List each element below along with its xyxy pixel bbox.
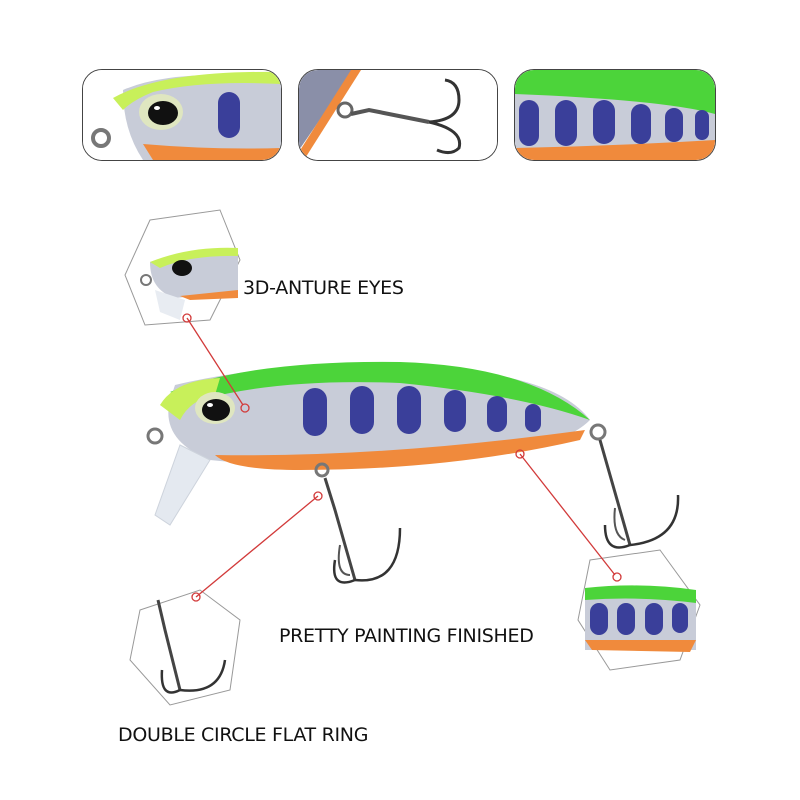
thumbnail-head-closeup — [82, 69, 282, 161]
tail-treble-hook — [598, 439, 680, 549]
lure-body — [146, 361, 607, 526]
callout-label-painting: PRETTY PAINTING FINISHED — [279, 625, 534, 647]
thumbnail-hook-closeup — [298, 69, 498, 161]
hexagon-callout-painting — [577, 549, 701, 671]
callout-label-ring: DOUBLE CIRCLE FLAT RING — [118, 724, 369, 746]
callout-label-eyes: 3D-ANTURE EYES — [243, 277, 404, 299]
hexagon-callout-ring — [129, 589, 241, 706]
lure-body-image — [515, 70, 715, 160]
callout-lines — [182, 313, 622, 602]
belly-treble-hook — [314, 462, 402, 584]
thumbnail-body-closeup — [514, 69, 716, 161]
hook-image — [299, 70, 497, 160]
lure-head-image — [83, 70, 281, 160]
hexagon-callout-eyes — [124, 209, 241, 326]
